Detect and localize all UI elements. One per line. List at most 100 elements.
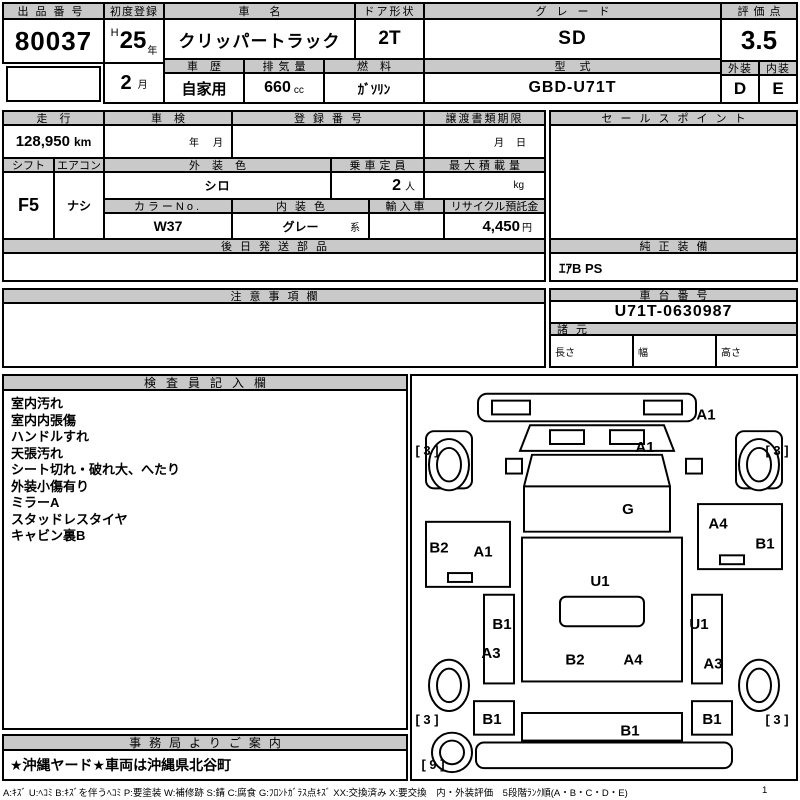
interior-score: E	[758, 74, 798, 104]
left-door-handle	[447, 572, 473, 583]
damage-label-rear-right-panel: B1	[702, 712, 721, 728]
inspection-note: 室内汚れ	[11, 396, 64, 411]
height-label: 高さ	[721, 347, 741, 359]
damage-label-bed-rear-right: A4	[623, 653, 643, 669]
auction-no-empty-box	[6, 66, 101, 102]
legend-page-number: 1	[762, 785, 768, 796]
inspection-notes-box: 室内汚れ 室内内張傷 ハンドルすれ 天張汚れ シート切れ・破れ大、へたり 外装小…	[2, 389, 408, 730]
damage-label-left-front-fender: B2	[429, 540, 448, 556]
inspection-note: 天張汚れ	[11, 445, 64, 461]
transfer-deadline-value: 月 日	[423, 124, 546, 159]
damage-label-front-panel-right: A1	[696, 407, 715, 423]
damage-label-left-rear-fender: A3	[481, 646, 500, 662]
door-type: 2T	[354, 18, 425, 60]
mirror-left-icon	[505, 457, 523, 475]
exterior-score: D	[720, 74, 760, 104]
right-gate	[691, 593, 723, 685]
inspection-note: スタッドレスタイヤ	[11, 511, 128, 527]
front-bumper	[477, 392, 697, 423]
registration-no-value	[231, 124, 425, 159]
mileage-value: 128,950 km	[2, 124, 105, 159]
rear-left-wheel-hub	[436, 667, 462, 704]
month-unit: 月	[137, 79, 148, 91]
headrest-right	[609, 429, 645, 445]
first-reg-label: 初度登録	[103, 2, 165, 20]
equipment-value: ｴｱB PS	[549, 252, 798, 282]
front-marker-right	[643, 399, 683, 416]
inspection-note: ミラーA	[11, 495, 60, 510]
rear-bumper	[475, 741, 733, 770]
history-value: 自家用	[163, 72, 245, 104]
first-reg-month: 2 月	[103, 62, 165, 104]
recycle-fee: 4,450	[482, 217, 520, 235]
recycle-unit: 円	[522, 222, 532, 234]
shift-value: F5	[2, 171, 55, 240]
sales-point-box	[549, 124, 798, 240]
width-label: 幅	[638, 347, 648, 359]
color-no-value: W37	[103, 212, 233, 240]
cab	[523, 453, 671, 533]
transfer-month-unit: 月	[494, 138, 504, 149]
mileage-unit: km	[73, 134, 92, 149]
max-load-unit: kg	[513, 180, 524, 191]
score-label: 評価点	[720, 2, 798, 20]
damage-label-right-side: B1	[755, 537, 774, 553]
damage-label-tailgate: B1	[620, 724, 639, 740]
auction-number: 80037	[2, 18, 105, 64]
inspection-note: キャビン裏B	[11, 528, 86, 543]
rear-right-wheel-hub	[746, 667, 772, 704]
tailgate	[521, 711, 683, 742]
spec-width: 幅	[632, 334, 717, 368]
capacity-number: 2	[392, 176, 401, 194]
inspection-note: ハンドルすれ	[11, 429, 90, 444]
wheel-grade-rear-right: [ 3 ]	[765, 712, 788, 727]
import-value	[368, 212, 445, 240]
bed-hatch	[559, 595, 645, 628]
shaken-month-unit: 月	[213, 138, 223, 149]
damage-diagram-box: A1 [ 3 ] [ 3 ] A1 G B2 A1 A4 B1 U1 B1 U1…	[410, 374, 798, 781]
mileage-number: 128,950	[15, 133, 70, 150]
first-registration: H 25 年	[103, 18, 165, 64]
wheel-grade-rear-left: [ 3 ]	[415, 712, 438, 727]
legend: A:ｷｽﾞ U:ﾍｺﾐ B:ｷｽﾞを伴うﾍｺﾐ P:要塗装 W:補修跡 S:錆 …	[3, 788, 628, 799]
ext-color-value: シロ	[103, 171, 332, 200]
front-right-wheel-hub	[746, 446, 772, 483]
inspection-note: 室内内張傷	[11, 412, 77, 428]
front-marker-left	[491, 399, 531, 416]
recycle-value: 4,450 円	[443, 212, 546, 240]
inspection-note: シート切れ・破れ大、へたり	[11, 462, 181, 477]
later-parts-box	[2, 252, 546, 282]
interior-label: 内装	[758, 60, 798, 76]
car-name: クリッパートラック	[163, 18, 356, 60]
capacity-value: 2 人	[330, 171, 425, 200]
int-color-name: グレー	[282, 219, 319, 234]
int-color-unit: 系	[350, 222, 360, 234]
spec-height: 高さ	[715, 334, 798, 368]
cargo-bed	[521, 536, 683, 683]
right-door-handle	[719, 554, 745, 566]
damage-label-bed-rear-left: B2	[565, 653, 584, 669]
capacity-unit: 人	[405, 182, 415, 193]
fuel-value: ｶﾞｿﾘﾝ	[323, 72, 425, 104]
inspection-note: 外装小傷有り	[11, 478, 90, 494]
damage-label-rear-left-panel: B1	[482, 712, 501, 728]
damage-label-glass: G	[622, 502, 634, 518]
length-label: 長さ	[555, 347, 575, 359]
year-unit: 年	[147, 46, 158, 57]
damage-label-right-gate: U1	[689, 617, 708, 633]
spare-tire-hub	[439, 739, 465, 766]
grade: SD	[423, 18, 722, 60]
chassis-number: U71T-0630987	[549, 300, 798, 324]
damage-label-right-rear-fender: A3	[703, 657, 722, 673]
inspection-notes: 室内汚れ 室内内張傷 ハンドルすれ 天張汚れ シート切れ・破れ大、へたり 外装小…	[4, 391, 187, 550]
displacement-number: 660	[264, 79, 291, 96]
model-code: GBD-U71T	[423, 72, 722, 104]
wheel-grade-front-left: [ 3 ]	[415, 443, 438, 458]
front-left-wheel-hub	[436, 446, 462, 483]
transfer-day-unit: 日	[516, 138, 526, 149]
shaken-year-unit: 年	[189, 138, 199, 149]
damage-label-bed-floor: U1	[590, 574, 609, 590]
displacement-value: 660 cc	[243, 72, 325, 104]
rear-right-panel	[691, 700, 733, 736]
